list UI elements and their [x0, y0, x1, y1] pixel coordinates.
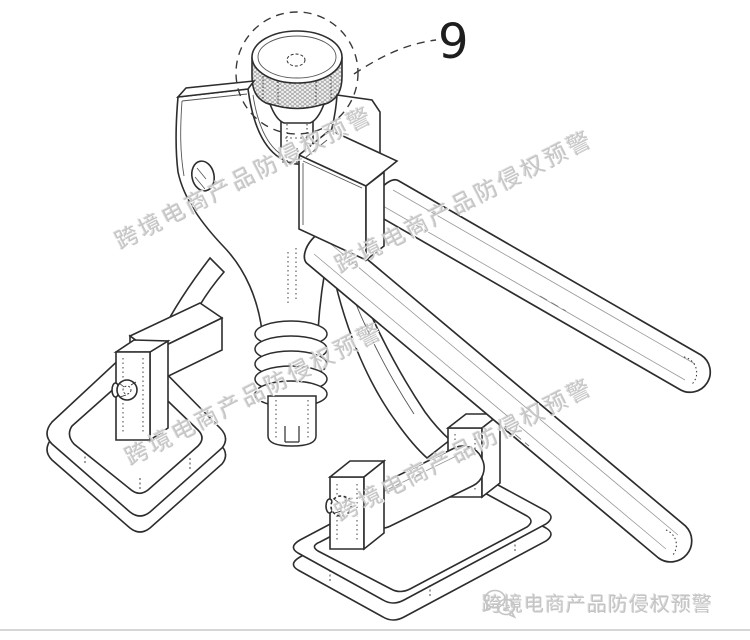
right-rear-block-side — [481, 412, 501, 499]
right-clamp-block-side — [363, 459, 385, 551]
left-foot-assembly — [46, 256, 227, 533]
knob-top-face — [251, 30, 343, 84]
knob-skirt — [268, 102, 326, 124]
reference-annotation — [235, 11, 437, 135]
puller-shaft — [267, 395, 317, 447]
leader-line — [353, 39, 437, 75]
right-foot-assembly — [292, 250, 552, 621]
left-clamp-block-side — [149, 339, 169, 442]
bottom-divider — [0, 629, 750, 631]
footer-watermark-text: 跨境电商产品防侵权预警 — [482, 594, 713, 616]
footer-watermark: 跨境电商产品防侵权预警 — [482, 588, 713, 619]
reference-numeral-9: 9 — [438, 14, 469, 70]
upper-handle-rod — [372, 178, 712, 394]
spring-assembly — [254, 320, 328, 447]
hub-end-face — [365, 170, 385, 262]
wechat-icon — [484, 589, 517, 619]
head-top-sliver — [176, 80, 256, 99]
handle-hub-block — [297, 129, 399, 262]
phantom-circle — [235, 11, 359, 135]
adjusting-knob — [251, 30, 343, 183]
hub-top-face — [297, 129, 399, 187]
